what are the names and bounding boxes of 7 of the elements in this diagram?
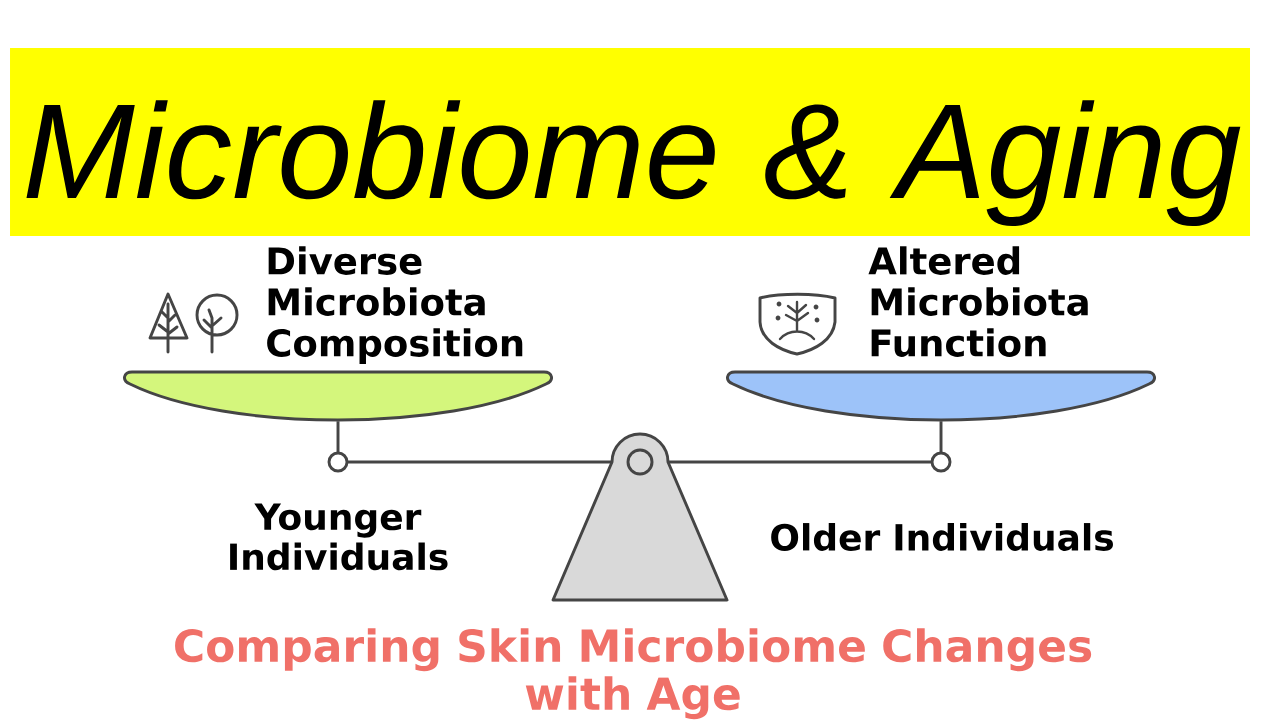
heading: Altered Microbiota Function (868, 246, 1088, 357)
caption: Comparing Skin Microbiome Changes with Age (175, 628, 1092, 720)
beam (336, 421, 943, 464)
heading: Diverse Microbiota Composition (267, 246, 523, 365)
side-label: Older Individuals (771, 523, 1113, 551)
title-banner: Microbiome & Aging (10, 48, 1250, 236)
side-label: Younger Individuals (230, 503, 448, 571)
